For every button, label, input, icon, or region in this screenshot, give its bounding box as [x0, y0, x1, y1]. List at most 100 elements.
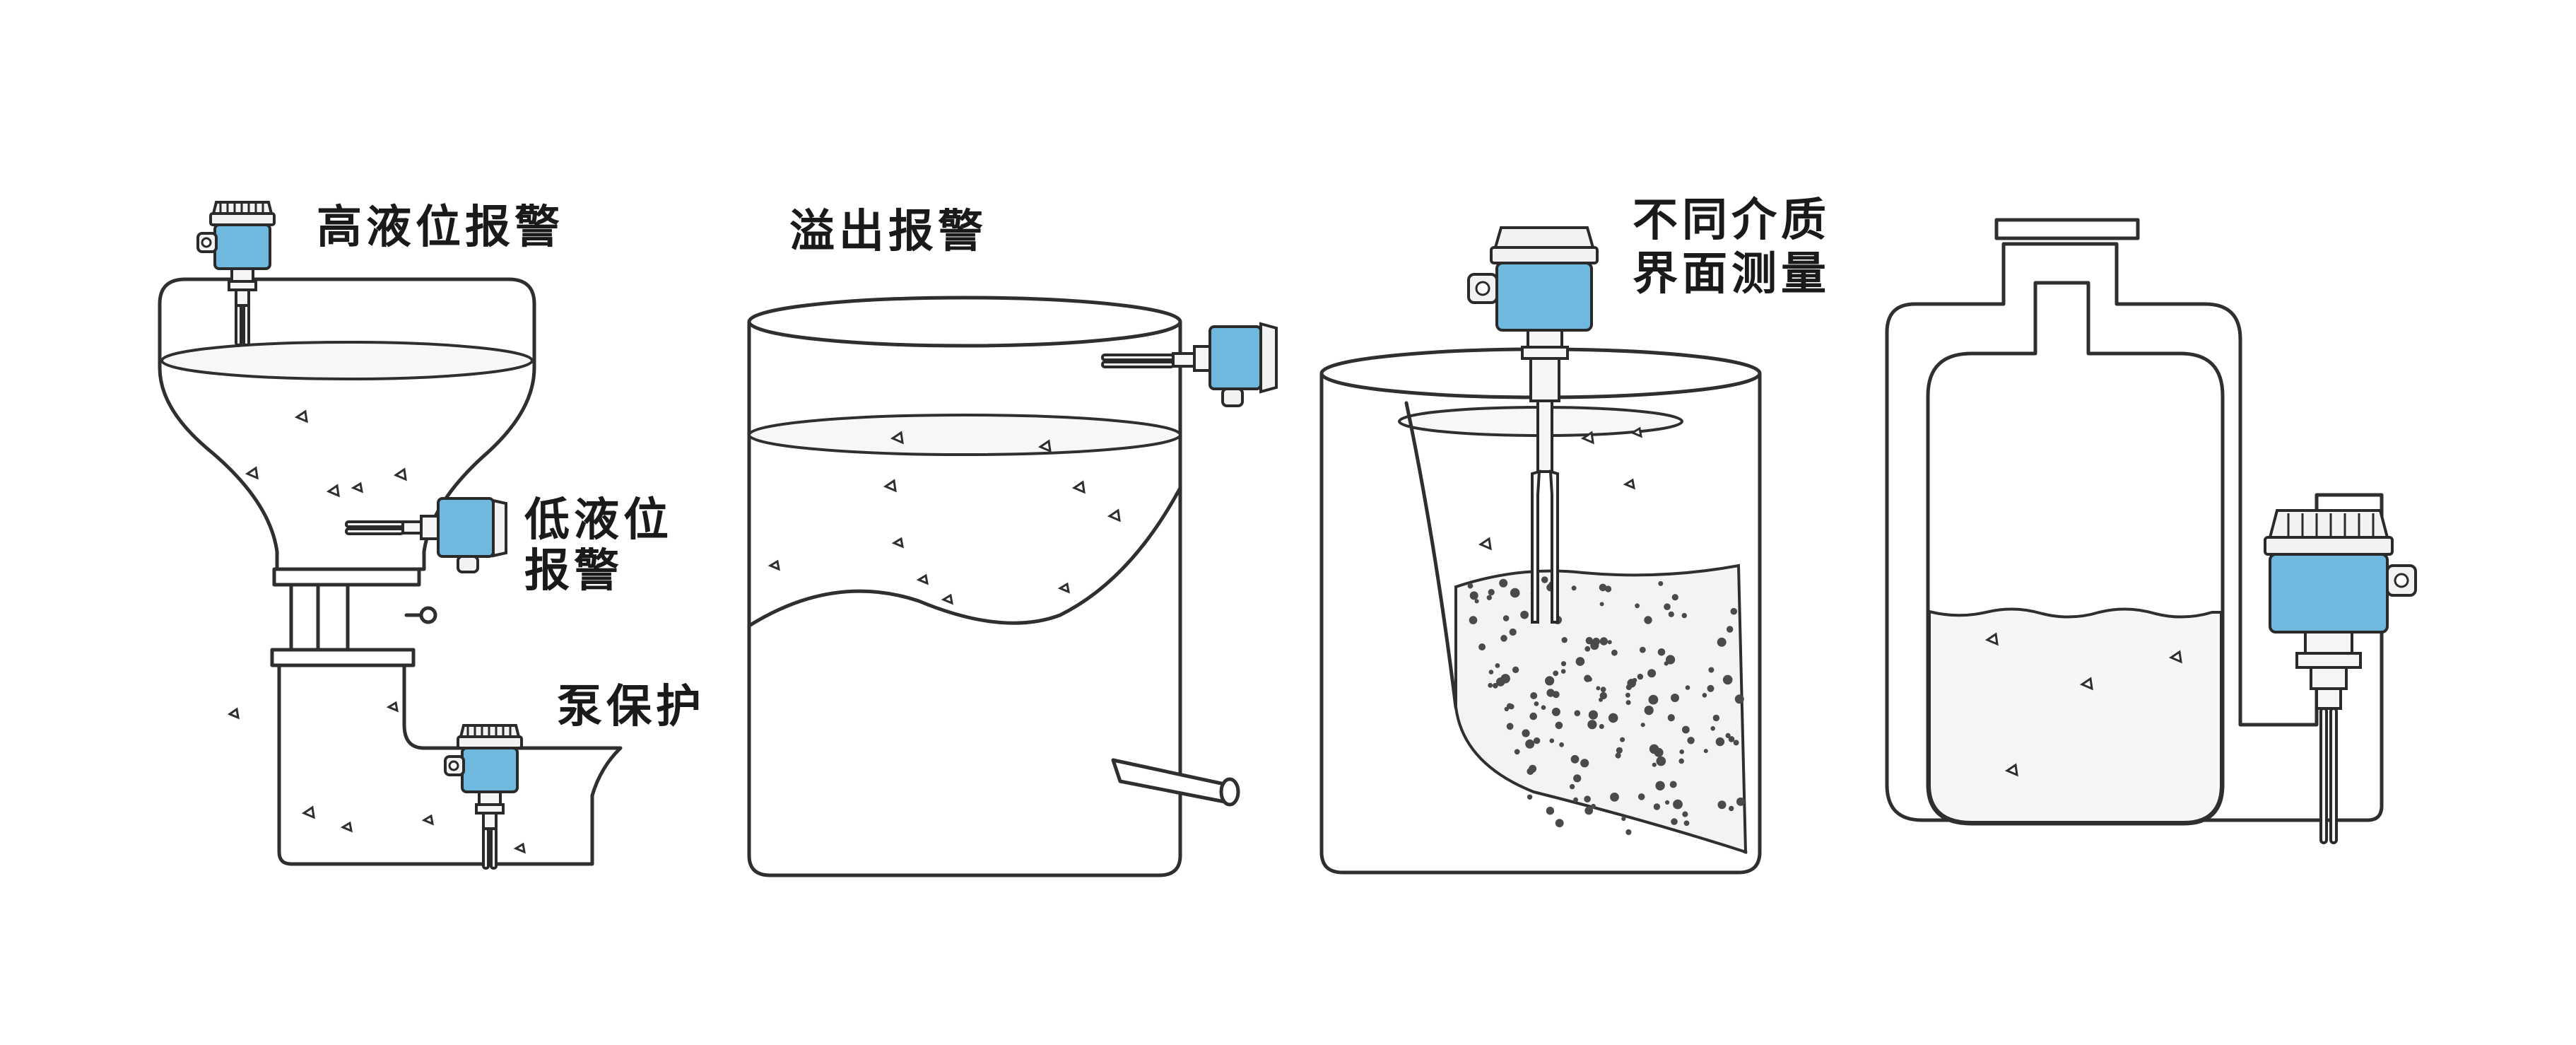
sediment-dot: [1520, 610, 1529, 619]
sediment-dot: [1637, 793, 1645, 800]
sediment-dot: [1580, 759, 1589, 768]
sediment-dot: [1570, 754, 1580, 764]
low-level-alarm-label-line2: 报警: [524, 545, 623, 597]
sediment-dot: [1493, 682, 1498, 689]
sediment-dot: [1625, 829, 1632, 836]
sediment-dot: [1584, 646, 1591, 652]
sediment-dot: [1469, 591, 1478, 600]
sediment-dot: [1527, 794, 1533, 800]
sediment-dot: [1599, 637, 1608, 646]
low-level-alarm-label-line1: 低液位: [524, 494, 673, 547]
sediment-dot: [1615, 752, 1621, 759]
upper-flange: [272, 567, 421, 587]
sediment-dot: [1671, 818, 1678, 825]
sediment-dot: [1506, 723, 1514, 730]
sediment-dot: [1561, 637, 1568, 643]
sediment-dot: [1683, 820, 1690, 827]
sediment-dot: [1599, 691, 1607, 700]
bottle-liquid: [1928, 607, 2223, 824]
sediment-dot: [1653, 803, 1661, 810]
low-level-sensor-icon: [345, 497, 507, 573]
sediment-dot: [1529, 712, 1537, 720]
sediment-dot: [1710, 726, 1715, 731]
sediment-dot: [1590, 641, 1599, 650]
sediment-dot: [1534, 701, 1539, 706]
top-flange: [1994, 218, 2140, 240]
interface-particles: [1478, 426, 1642, 551]
sediment-dot: [1654, 747, 1664, 757]
sediment-dot: [1469, 616, 1478, 624]
sediment-dot: [1657, 648, 1666, 656]
sediment-dot: [1640, 723, 1645, 728]
sediment-dot: [1733, 740, 1739, 746]
sediment-dot: [1608, 713, 1618, 723]
sediment-dot: [1551, 707, 1560, 716]
interface-sensor-icon: [1467, 226, 1599, 624]
sediment-dot: [1644, 706, 1654, 716]
sediment-dot: [1569, 783, 1575, 790]
sediment-dot: [1474, 599, 1479, 604]
sediment-dot: [1665, 800, 1670, 805]
sediment-dot: [1715, 737, 1725, 747]
sediment-dot: [1500, 674, 1510, 684]
sediment-dot: [1541, 705, 1546, 710]
pump-protection-label: 泵保护: [557, 681, 705, 733]
sediment-dot: [1525, 739, 1535, 749]
sediment-dot: [1571, 585, 1577, 591]
sediment-dot: [1668, 611, 1674, 617]
lower-flange: [270, 648, 416, 667]
sediment-dot: [1655, 781, 1665, 791]
sediment-dot: [1545, 676, 1555, 686]
sediment-dot: [1635, 603, 1640, 609]
sediment-dot: [1560, 661, 1567, 667]
sediment-dot: [1611, 649, 1618, 656]
sediment-dot: [1616, 747, 1623, 754]
sediment-dot: [1708, 667, 1715, 673]
sediment-dot: [1599, 583, 1607, 592]
sediment-dot: [1678, 758, 1684, 764]
sediment-dot: [1671, 594, 1678, 601]
sediment-dot: [1599, 724, 1604, 729]
sediment-dot: [1729, 805, 1734, 812]
overflow-tank: [747, 322, 1182, 877]
sediment-dot: [1509, 628, 1517, 636]
sediment-dot: [1736, 797, 1745, 806]
sediment-dot: [1647, 669, 1657, 678]
overflow-panel: [747, 296, 1278, 877]
sediment-dot: [1625, 692, 1630, 698]
sediment-dot: [1673, 799, 1683, 810]
sediment-dot: [1682, 725, 1690, 734]
sediment-dot: [1599, 602, 1604, 607]
sediment-dot: [1514, 749, 1520, 755]
sediment-dot: [1607, 640, 1612, 645]
sediment-dot: [1702, 693, 1707, 698]
sediment-dot: [1502, 615, 1510, 621]
sediment-dot: [1574, 710, 1581, 716]
overflow-sensor-icon: [1101, 322, 1278, 407]
sediment-dot: [1549, 738, 1555, 743]
sediment-dot: [1639, 646, 1646, 653]
sediment-dot: [1500, 635, 1507, 642]
overflow-alarm-label: 溢出报警: [789, 206, 987, 258]
sediment-dot: [1591, 803, 1596, 809]
sediment-dot: [1573, 797, 1579, 802]
overflow-particles: [767, 431, 1121, 605]
sediment-dot: [1495, 663, 1500, 668]
sediment-dot: [1546, 807, 1555, 815]
sediment-dot: [1664, 661, 1669, 666]
sediment-dots: [1467, 576, 1745, 836]
sediment-dot: [1703, 749, 1708, 754]
sediment-dot: [1529, 764, 1537, 773]
sediment-dot: [1587, 677, 1592, 682]
outlet-pipe: [1111, 758, 1240, 807]
sediment-dot: [1522, 729, 1530, 737]
sediment-dot: [1559, 742, 1565, 747]
interface-panel: [1319, 226, 1762, 875]
sediment-dot: [1588, 710, 1598, 720]
sediment-dot: [1666, 655, 1676, 665]
sediment-dot: [1488, 682, 1493, 688]
sediment-dot: [1605, 585, 1612, 592]
sediment-dot: [1512, 666, 1519, 673]
sediment-dot: [1648, 694, 1659, 705]
sediment-dot: [1510, 588, 1520, 598]
